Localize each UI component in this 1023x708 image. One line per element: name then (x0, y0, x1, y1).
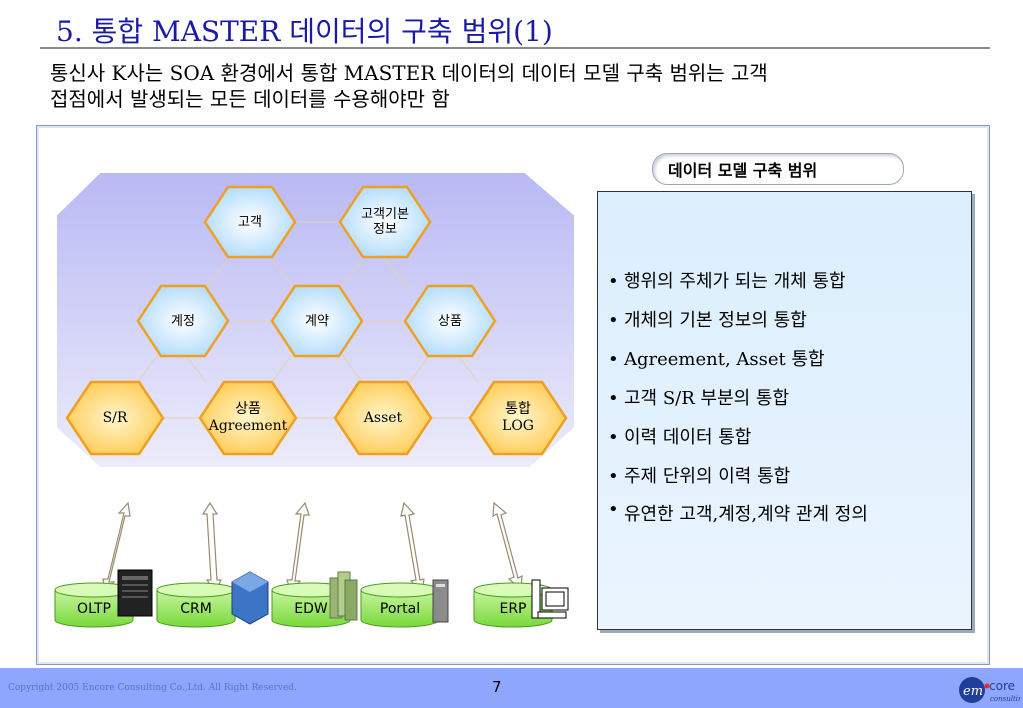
server-icon (117, 569, 153, 617)
hexagon-label-contract: 계약 (305, 313, 329, 329)
scope-bullet-list: 행위의 주체가 되는 개체 통합 개체의 기본 정보의 통합 Agreement… (608, 262, 963, 529)
logo-core-text: core (989, 679, 1015, 693)
hexagon-label-product: 상품 (438, 313, 462, 329)
logo-consulting-text: consulting (990, 695, 1020, 703)
subtitle-line-1: 통신사 K사는 SOA 환경에서 통합 MASTER 데이터의 데이터 모델 구… (50, 61, 768, 85)
tower-server-icon (432, 579, 449, 623)
title-divider (40, 47, 990, 49)
copyright-text: Copyright 2005 Encore Consulting Co.,Ltd… (8, 683, 297, 693)
server-box-icon (231, 571, 269, 625)
scope-bullet: 이력 데이터 통합 (608, 418, 963, 457)
subtitle-line-2: 접점에서 발생되는 모든 데이터를 수용해야만 함 (50, 87, 450, 111)
double-arrow-crm (201, 501, 222, 594)
scope-heading: 데이터 모델 구축 범위 (668, 161, 818, 180)
database-label-erp: ERP (499, 601, 527, 617)
encore-logo: em core consulting (959, 677, 1020, 703)
double-arrow-portal (400, 501, 425, 594)
hexagon-label-account: 계정 (171, 313, 195, 329)
hexagon-account (136, 284, 230, 358)
storage-array-icon (329, 571, 358, 621)
hexagon-label-sr: S/R (102, 409, 128, 426)
scope-bullet: 개체의 기본 정보의 통합 (608, 301, 963, 340)
database-oltp (54, 582, 134, 628)
database-label-portal: Portal (379, 601, 421, 617)
database-portal (360, 582, 440, 628)
page-number: 7 (492, 678, 502, 696)
logo-em-text: em (963, 684, 983, 699)
hexagon-label-customer: 고객 (238, 214, 262, 230)
hexagon-product-agreement (198, 380, 298, 456)
database-crm (156, 582, 236, 628)
hexagon-customer-info (338, 185, 432, 259)
database-label-oltp: OLTP (77, 601, 111, 617)
hexagon-product (403, 284, 497, 358)
scope-bullet: 고객 S/R 부분의 통합 (608, 379, 963, 418)
hexagon-integrated-log (468, 380, 568, 456)
subtitle: 통신사 K사는 SOA 환경에서 통합 MASTER 데이터의 데이터 모델 구… (50, 60, 980, 112)
page-title: 5. 통합 MASTER 데이터의 구축 범위(1) (56, 15, 553, 48)
database-label-crm: CRM (180, 601, 212, 617)
database-group (54, 582, 553, 628)
desktop-computer-icon (531, 579, 569, 619)
scope-bullet: 행위의 주체가 되는 개체 통합 (608, 262, 963, 301)
hexagon-asset (333, 380, 433, 456)
hexagon-customer (203, 185, 297, 259)
double-arrow-edw (286, 501, 310, 594)
hexagon-sr (65, 380, 165, 456)
scope-bullet: Agreement, Asset 통합 (608, 340, 963, 379)
hexagon-group (65, 185, 568, 456)
hexagon-contract (270, 284, 364, 358)
database-label-edw: EDW (294, 601, 328, 617)
scope-bullet: 주제 단위의 이력 통합 (608, 457, 963, 496)
footer-bar (0, 668, 1023, 708)
scope-heading-pill (652, 153, 904, 185)
hexagon-label-asset: Asset (363, 409, 403, 426)
double-arrow-erp (492, 501, 523, 591)
arrow-group (102, 501, 523, 594)
scope-bullet: 유연한 고객,계정,계약 관계 정의 (608, 496, 963, 529)
